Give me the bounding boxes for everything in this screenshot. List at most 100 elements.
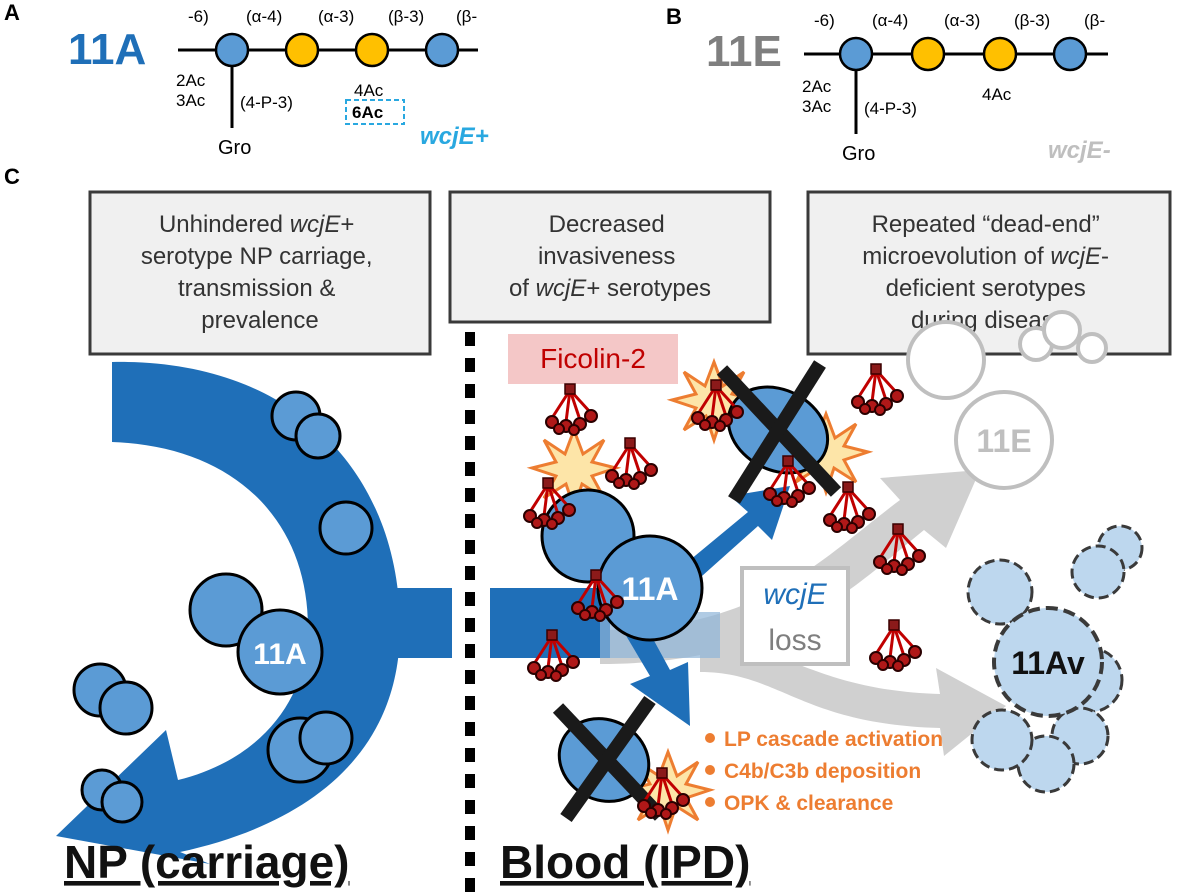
cells-11e: 11E [906,310,1108,490]
ficolin-molecule [544,382,599,437]
box-np-line1-part2: + [340,211,354,238]
np-cell [294,412,342,460]
box-np-line1-part1: Unhindered [159,211,290,238]
panel-b: B 11E -6) (α-4) (α-3) (β-3) (β- 2Ac 3Ac … [666,4,1111,165]
grey-arrow-to-11av [700,640,1006,756]
cell-11av-small [970,708,1034,772]
effects-list: LP cascade activation C4b/C3b deposition… [705,728,943,815]
box-decreased-invasiveness: Decreased invasiveness of wcjE+ serotype… [448,190,772,324]
box-dead-line2-gene: wcjE [1050,243,1102,270]
cell-11e-small [1042,310,1082,350]
np-cell [98,680,154,736]
crossed-cell-upper [716,360,842,504]
np-cell [100,780,144,824]
panel-b-sugar-3 [982,36,1018,72]
ficolin-molecule [850,362,905,417]
ficolin-molecule [868,618,923,673]
panel-a-6ac: 6Ac [352,103,383,122]
cross-line [728,360,826,504]
box-dead-end-frame [806,190,1172,356]
panel-b-linkage-5: (β- [1084,11,1105,30]
np-horizontal-bar [356,588,452,658]
box-dead-line2-part1: microevolution of [862,243,1050,270]
panel-b-sugar-2 [910,36,946,72]
panel-c: C 11A [4,164,1172,896]
panel-b-sugar-4 [1052,36,1088,72]
box-dead-line2-part2: - [1101,243,1109,270]
panel-b-gro: Gro [842,143,875,165]
panel-a-sugar-3 [354,32,390,68]
box-dead-line1: Repeated “dead-end” [872,211,1100,238]
box-dec-line3-part1: of [509,275,536,302]
cell-11av-label: 11Av [1011,645,1085,681]
cell-11e [954,390,1054,490]
np-cell [298,710,354,766]
ficolin-molecule [604,436,659,491]
panel-a-3ac: 3Ac [176,91,206,110]
crossed-cell-lower [552,695,666,823]
box-np-carriage: Unhindered wcjE+ serotype NP carriage, t… [88,190,432,356]
wcje-loss-word: loss [768,624,821,657]
panel-a-gro: Gro [218,137,251,159]
cell-11av-small [1016,734,1076,794]
panel-a-sugar-1 [214,32,250,68]
box-decreased-frame [448,190,772,324]
np-cell-11a-label: 11A [253,638,306,671]
effect-bullet [705,765,715,775]
panel-b-4p3: (4-P-3) [864,99,917,118]
label-blood-ipd: Blood (IPD) [500,836,750,888]
panel-b-linkage-4: (β-3) [1014,11,1050,30]
panel-a-sugar-4 [424,32,460,68]
ficolin-label-bg [508,334,678,384]
cell-11e-label: 11E [976,423,1031,459]
panel-a-linkage-2: (α-4) [246,7,282,26]
box-dec-line3-gene: wcjE [536,275,588,302]
panel-a-linkage-4: (β-3) [388,7,424,26]
box-np-carriage-frame [88,190,432,356]
np-cell-11a [236,608,324,696]
box-dec-line2: invasiveness [538,243,675,270]
cell-11e-small [906,320,986,400]
effect-bullet [705,797,715,807]
panel-b-4ac: 4Ac [982,85,1012,104]
panel-a-gene: wcjE+ [420,123,489,150]
panel-b-2ac: 2Ac [802,77,832,96]
box-dec-line3-part2: + serotypes [586,275,711,302]
box-dead-line3: deficient serotypes [886,275,1086,302]
box-np-line1-gene: wcjE [290,211,342,238]
panel-a-linkage-1: -6) [188,7,209,26]
box-dead-end: Repeated “dead-end” microevolution of wc… [806,190,1172,356]
box-decreased-text: Decreased invasiveness of wcjE+ serotype… [509,211,711,302]
panel-b-serotype: 11E [706,27,782,76]
ficolin-label: Ficolin-2 [540,343,646,374]
panel-b-linkage-3: (α-3) [944,11,980,30]
panel-b-linkage-2: (α-4) [872,11,908,30]
cells-11av: 11Av [966,524,1144,794]
panel-a-4p3: (4-P-3) [240,93,293,112]
cell-11av-small [1070,544,1126,600]
panel-a-serotype: 11A [68,25,146,74]
panel-a-sugar-2 [284,32,320,68]
panel-a-linkage-3: (α-3) [318,7,354,26]
panel-b-3ac: 3Ac [802,97,832,116]
wcje-loss-box [740,566,850,666]
label-np-carriage: NP (carriage) [64,836,350,888]
np-cell [318,500,374,556]
cell-11av-small [966,558,1034,626]
cell-11e-small [1076,332,1108,364]
effect-bullet [705,733,715,743]
panel-b-linkage-1: -6) [814,11,835,30]
box-np-line3: transmission & [178,275,335,302]
grey-arrow-to-11e [600,470,980,664]
cross-line [560,695,656,823]
box-np-line2: serotype NP carriage, [141,243,373,270]
effect-3: OPK & clearance [724,792,893,815]
panel-a-2ac: 2Ac [176,71,206,90]
blood-cell-11a-label: 11A [622,571,679,607]
panel-b-letter: B [666,4,682,29]
effect-1: LP cascade activation [724,728,943,751]
box-np-carriage-text: Unhindered wcjE+ serotype NP carriage, t… [141,211,379,334]
panel-a-linkage-5: (β- [456,7,477,26]
box-np-line4: prevalence [201,307,318,334]
